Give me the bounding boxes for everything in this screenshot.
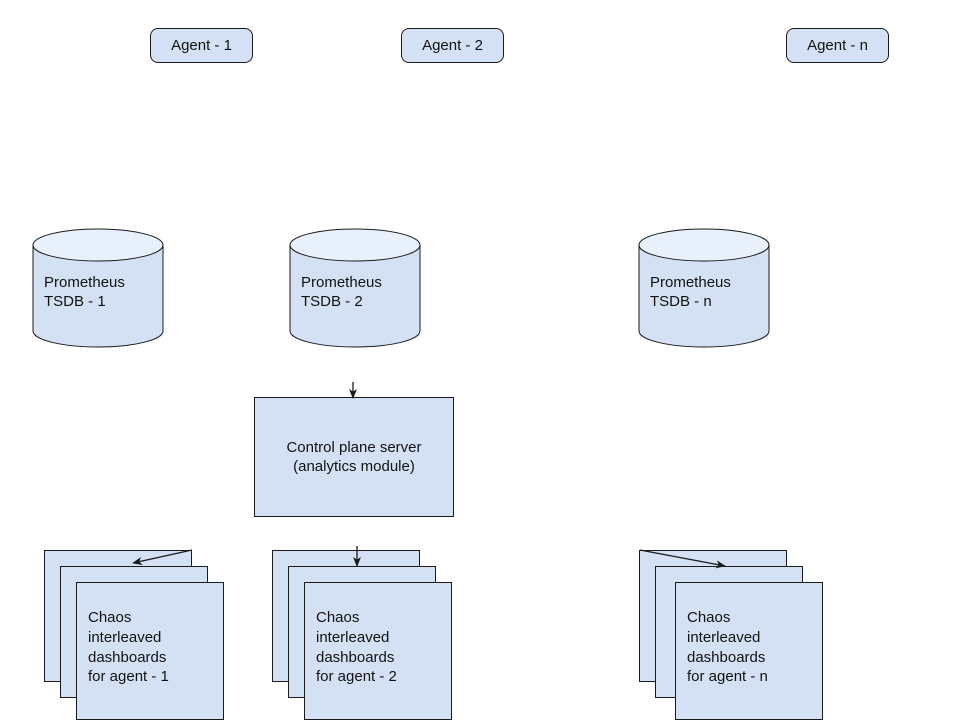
control-plane-server-node[interactable]: Control plane server (analytics module) bbox=[254, 397, 454, 517]
cylinder-shape-n bbox=[638, 228, 770, 348]
agent-node-2-label: Agent - 2 bbox=[422, 36, 483, 54]
dashboard-card-front-2 bbox=[304, 582, 452, 720]
cylinder-shape-1 bbox=[32, 228, 164, 348]
dashboard-stack-1[interactable]: Chaos interleaved dashboards for agent -… bbox=[44, 550, 224, 720]
agent-node-n-label: Agent - n bbox=[807, 36, 868, 54]
dashboard-stack-n[interactable]: Chaos interleaved dashboards for agent -… bbox=[639, 550, 824, 720]
agent-node-n[interactable]: Agent - n bbox=[786, 28, 889, 63]
database-node-1[interactable]: Prometheus TSDB - 1 bbox=[32, 228, 164, 348]
agent-node-1[interactable]: Agent - 1 bbox=[150, 28, 253, 63]
database-node-2[interactable]: Prometheus TSDB - 2 bbox=[289, 228, 421, 348]
agent-node-2[interactable]: Agent - 2 bbox=[401, 28, 504, 63]
dashboard-card-front-1 bbox=[76, 582, 224, 720]
dashboard-stack-2[interactable]: Chaos interleaved dashboards for agent -… bbox=[272, 550, 452, 720]
cylinder-shape-2 bbox=[289, 228, 421, 348]
agent-node-1-label: Agent - 1 bbox=[171, 36, 232, 54]
dashboard-card-front-n bbox=[675, 582, 823, 720]
database-node-n[interactable]: Prometheus TSDB - n bbox=[638, 228, 770, 348]
control-plane-server-label: Control plane server (analytics module) bbox=[286, 438, 422, 476]
